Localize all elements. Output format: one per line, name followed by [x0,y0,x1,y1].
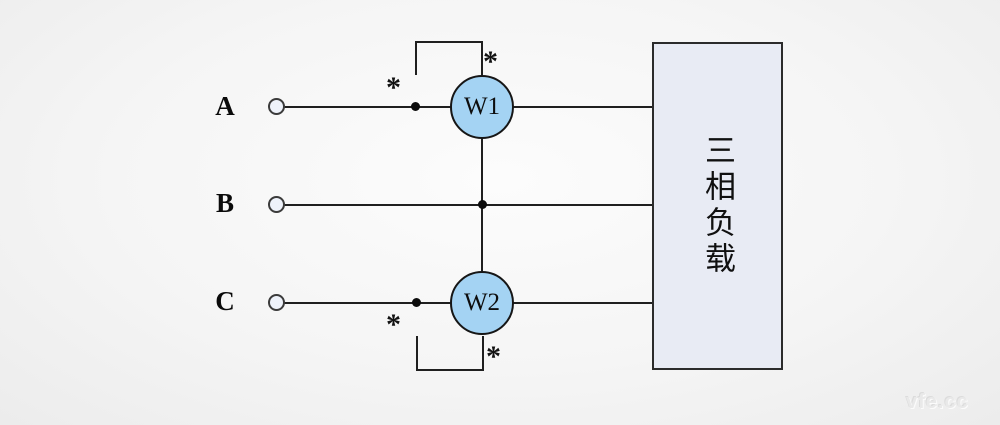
wattmeter-w2-label: W2 [463,289,501,316]
polarity-mark-w1-voltage: * [483,45,498,78]
wattmeter-w1-label: W1 [463,93,501,120]
phase-c-terminal [268,294,285,311]
polarity-mark-w1-current: * [386,71,401,104]
wattmeter-w2: W2 [450,271,514,335]
wattmeter-w1: W1 [450,75,514,139]
phase-c-label: C [215,286,235,316]
w1-voltage-loop-wire [415,41,483,75]
watermark: vfe.cc [906,391,969,413]
polarity-mark-w2-voltage: * [486,340,501,373]
junction-dot-phase-a [411,102,420,111]
junction-dot-phase-b [478,200,487,209]
phase-b-label: B [215,188,234,218]
junction-dot-phase-c [412,298,421,307]
w2-voltage-loop-wire [416,336,484,371]
phase-b-wire [277,204,652,206]
phase-a-label: A [215,91,235,121]
phase-a-terminal [268,98,285,115]
three-phase-load-box: 三相负载 [652,42,783,370]
three-phase-load-label: 三相负载 [700,134,735,278]
phase-b-terminal [268,196,285,213]
polarity-mark-w2-current: * [386,308,401,341]
